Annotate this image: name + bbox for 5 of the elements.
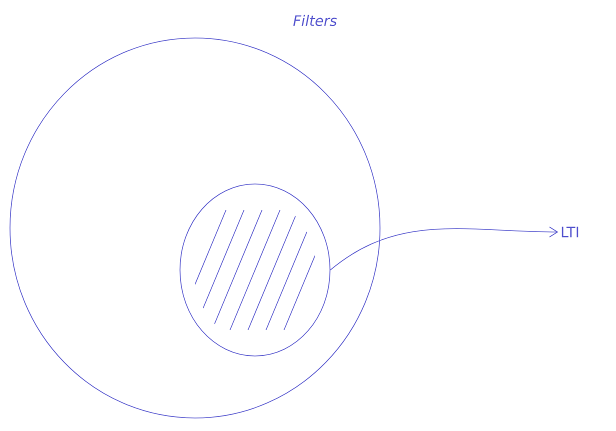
arrow xyxy=(330,226,558,270)
hatched-circle xyxy=(180,184,330,356)
heading: Filters xyxy=(293,14,337,26)
label-text: LTI xyxy=(562,226,578,238)
oval-shape xyxy=(10,38,380,418)
